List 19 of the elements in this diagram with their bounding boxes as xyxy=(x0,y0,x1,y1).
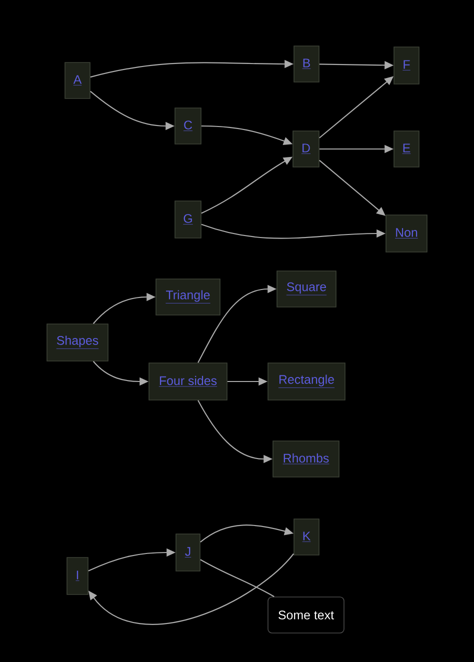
link-box: G xyxy=(174,200,202,238)
link-box: C xyxy=(174,108,202,144)
connector-line xyxy=(200,559,274,598)
link-box: Shapes xyxy=(46,324,108,362)
link-box: F xyxy=(394,46,420,84)
tooltip-box: Some text xyxy=(268,596,344,634)
link-box: A xyxy=(64,62,90,99)
link-box: Rectangle xyxy=(268,362,346,400)
link-box: Non xyxy=(386,214,428,252)
link-box: J xyxy=(176,534,200,572)
link-box: E xyxy=(394,130,420,168)
link-box: D xyxy=(292,130,320,168)
link-box: Four sides xyxy=(148,362,228,400)
link-box: Rhombs xyxy=(272,440,340,478)
link-box: B xyxy=(294,46,320,82)
link-box: Square xyxy=(276,270,336,308)
link-box: Triangle xyxy=(156,278,220,316)
link-box: I xyxy=(66,557,88,595)
link-box: K xyxy=(294,518,320,556)
